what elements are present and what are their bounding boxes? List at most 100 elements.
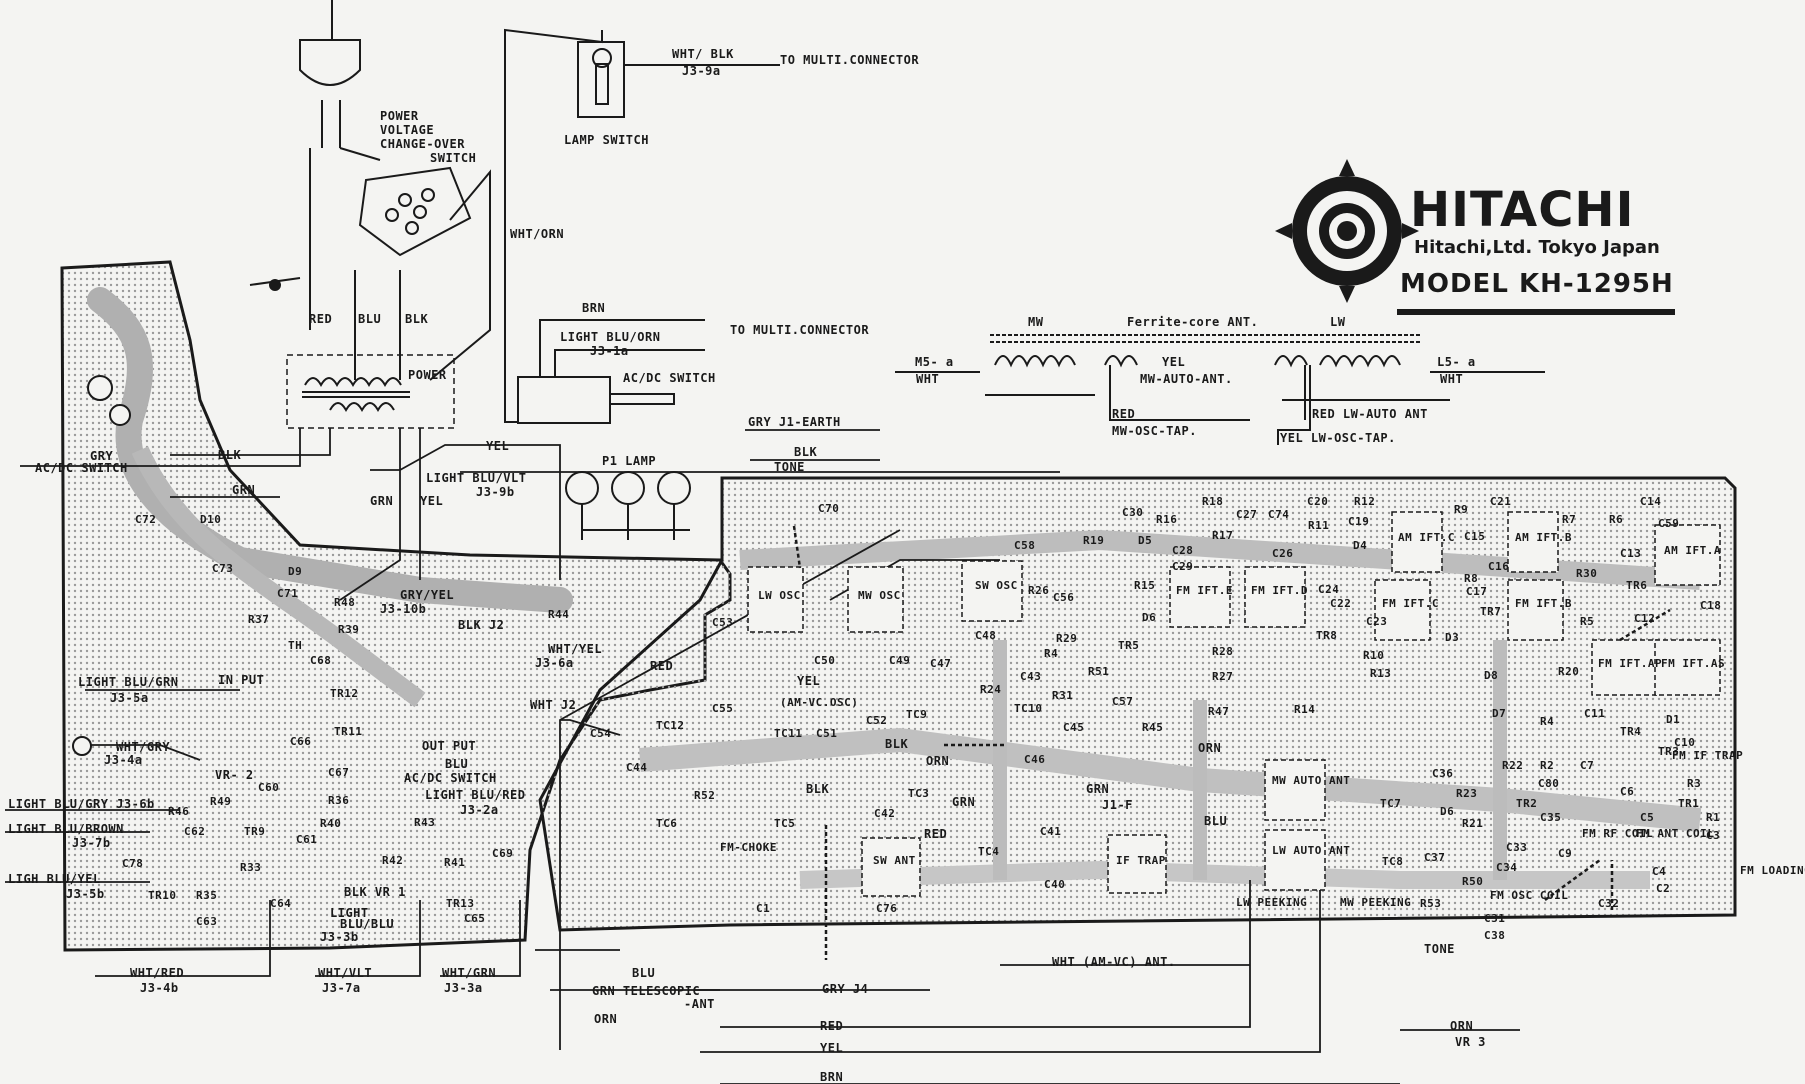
- component-r35: R35: [196, 889, 218, 902]
- component-c61: C61: [296, 833, 318, 846]
- brand-company: Hitachi,Ltd. Tokyo Japan: [1414, 237, 1660, 258]
- component-tr1: TR1: [1678, 797, 1700, 810]
- component-r28: R28: [1212, 645, 1234, 658]
- component-c55: C55: [712, 702, 734, 715]
- component-r21: R21: [1462, 817, 1484, 830]
- component-d3: D3: [1445, 631, 1460, 644]
- component-c67: C67: [328, 766, 350, 779]
- component-r29: R29: [1056, 632, 1078, 645]
- component-c26: C26: [1272, 547, 1294, 560]
- orn-mid2-label: ORN: [926, 754, 950, 768]
- input-label: IN PUT: [218, 673, 265, 687]
- component-tc11: TC11: [774, 727, 803, 740]
- yel-lw-osc-tap-label: YEL LW-OSC-TAP.: [1280, 431, 1396, 445]
- component-r42: R42: [382, 854, 404, 867]
- grn-telescopic-label: GRN TELESCOPIC: [592, 984, 701, 998]
- component-d9: D9: [288, 565, 303, 578]
- orn-mid-label: ORN: [1198, 741, 1222, 755]
- mw-auto-ant-label: MW-AUTO-ANT.: [1140, 372, 1233, 386]
- j3-7a-label: J3-7a: [322, 981, 361, 995]
- blk-label: BLK: [405, 312, 429, 326]
- component-c15: C15: [1464, 530, 1486, 543]
- grn-left-label: GRN: [232, 483, 256, 497]
- component-tc8: TC8: [1382, 855, 1404, 868]
- j3-10b-label: J3-10b: [380, 602, 427, 616]
- coils: [792, 525, 1671, 960]
- wht-amvc-ant-label: WHT (AM-VC) ANT.: [1052, 955, 1176, 969]
- acdc-switch-left-label: AC/DC SWITCH: [35, 461, 128, 475]
- acdc-switch-label: AC/DC SWITCH: [623, 371, 716, 385]
- lw-osc-label: LW OSC: [758, 589, 801, 602]
- yel-amvc-label: YEL: [797, 674, 821, 688]
- component-c51: C51: [816, 727, 838, 740]
- component-r48: R48: [334, 596, 356, 609]
- red-mid2-label: RED: [924, 827, 948, 841]
- component-r43: R43: [414, 816, 436, 829]
- blu-mid-label: BLU: [1204, 814, 1228, 828]
- am-ift-b-label: AM IFT.B: [1515, 531, 1572, 544]
- component-c68: C68: [310, 654, 332, 667]
- component-r3: R3: [1687, 777, 1702, 790]
- gry-j4-label: GRY J4: [822, 982, 869, 996]
- component-tc3: TC3: [908, 787, 930, 800]
- component-c11: C11: [1584, 707, 1606, 720]
- orn-bottom-label: ORN: [594, 1012, 618, 1026]
- component-c33: C33: [1506, 841, 1528, 854]
- component-r52: R52: [694, 789, 716, 802]
- component-tc5: TC5: [774, 817, 796, 830]
- blk-tone-label: BLK: [794, 445, 818, 459]
- p1-lamps: [565, 471, 691, 540]
- grn-j1f-label: GRN: [1086, 782, 1110, 796]
- orn-vr3-label: ORN: [1450, 1019, 1474, 1033]
- tone1-label: TONE: [774, 460, 805, 474]
- component-c17: C17: [1466, 585, 1488, 598]
- component-tc7: TC7: [1380, 797, 1402, 810]
- model-underline: [1397, 309, 1675, 315]
- lamp-switch: [504, 28, 780, 423]
- mw-osc-label: MW OSC: [858, 589, 901, 602]
- component-r6: R6: [1609, 513, 1624, 526]
- component-tr11: TR11: [334, 725, 363, 738]
- component-c27: C27: [1236, 508, 1258, 521]
- component-c18: C18: [1700, 599, 1722, 612]
- component-r45: R45: [1142, 721, 1164, 734]
- tone-label: TONE: [1424, 942, 1455, 956]
- component-tr4: TR4: [1620, 725, 1642, 738]
- component-r30: R30: [1576, 567, 1598, 580]
- component-d7: D7: [1492, 707, 1507, 720]
- yel-mw-label: YEL: [1162, 355, 1186, 369]
- component-c21: C21: [1490, 495, 1512, 508]
- am-ift-c-label: AM IFT.C: [1398, 531, 1455, 544]
- component-r16: R16: [1156, 513, 1178, 526]
- component-c80: C80: [1538, 777, 1560, 790]
- component-r14: R14: [1294, 703, 1316, 716]
- lw-peeking-label: LW PEEKING: [1236, 896, 1308, 909]
- component-c57: C57: [1112, 695, 1134, 708]
- sw-ant-label: SW ANT: [873, 854, 916, 867]
- voltage-selector: [249, 166, 491, 381]
- mw-label: MW: [1028, 315, 1044, 329]
- lw-label: LW: [1330, 315, 1346, 329]
- l5a-label: L5- a: [1437, 355, 1476, 369]
- to-multi-connector-2: TO MULTI.CONNECTOR: [730, 323, 870, 337]
- red-mid-label: RED: [650, 659, 674, 673]
- component-c14: C14: [1640, 495, 1662, 508]
- component-tr8: TR8: [1316, 629, 1338, 642]
- j3-9b-label: J3-9b: [476, 485, 515, 499]
- brn-bottom-label: BRN: [820, 1070, 844, 1084]
- component-c63: C63: [196, 915, 218, 928]
- component-c44: C44: [626, 761, 648, 774]
- fm-choke-label: FM-CHOKE: [720, 841, 777, 854]
- j3-9a-label: J3-9a: [682, 64, 721, 78]
- component-c9: C9: [1558, 847, 1573, 860]
- fm-ift-ap-label: FM IFT.AP: [1598, 657, 1663, 670]
- component-c6: C6: [1620, 785, 1635, 798]
- component-r18: R18: [1202, 495, 1224, 508]
- component-r12: R12: [1354, 495, 1376, 508]
- component-r20: R20: [1558, 665, 1580, 678]
- component-r46: R46: [168, 805, 190, 818]
- j3-7b-label: J3-7b: [72, 836, 111, 850]
- ferrite-antenna: [895, 334, 1545, 445]
- am-ift-a-label: AM IFT.A: [1664, 544, 1721, 557]
- red-label: RED: [309, 312, 333, 326]
